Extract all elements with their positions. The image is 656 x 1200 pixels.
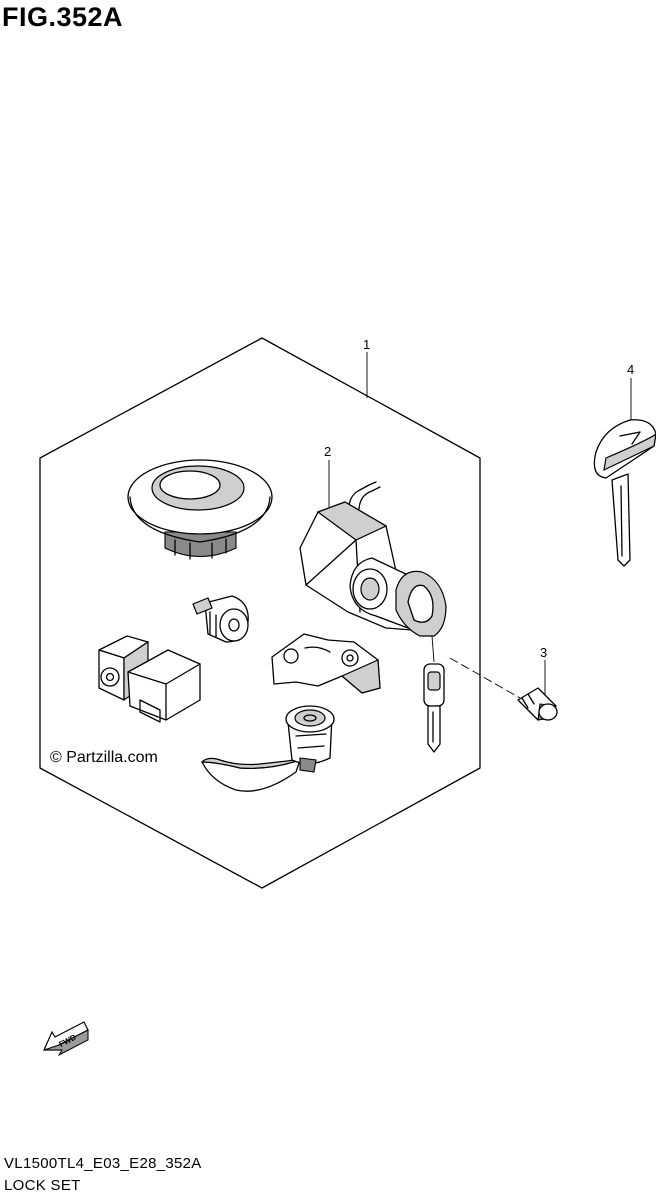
fuel-cap-part [127,459,273,560]
bolt-centerline [449,657,521,699]
ignition-switch-part [299,481,447,753]
callout-2: 2 [324,444,332,459]
figure-title: FIG.352A [2,2,124,32]
bolt-part [517,687,558,721]
lock-bracket-part [271,633,381,694]
figure-name: LOCK SET [4,1177,81,1194]
lock-set-kit-outline [39,337,481,889]
partzilla-watermark: © Partzilla.com [50,749,158,766]
callout-1: 1 [363,337,371,352]
callout-4: 4 [627,362,635,377]
helmet-lock-part [200,705,335,792]
seat-lock-part [98,635,201,723]
figure-code: VL1500TL4_E03_E28_352A [4,1155,202,1172]
callout-3: 3 [540,645,548,660]
blank-key-part [593,419,656,567]
small-lock-cylinder-part [192,595,249,643]
fwd-arrow-icon: FWD [43,1021,89,1057]
